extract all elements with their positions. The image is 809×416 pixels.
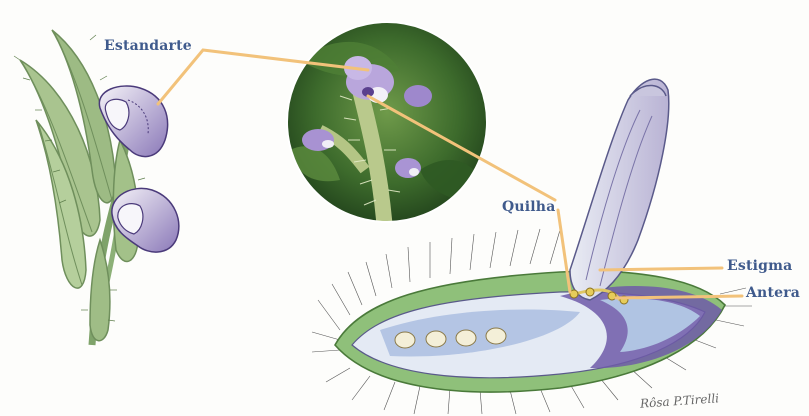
soybean-plant-illustration xyxy=(14,30,179,345)
leaf xyxy=(90,240,110,341)
label-antera: Antera xyxy=(746,285,800,301)
label-estandarte: Estandarte xyxy=(104,38,192,54)
leader-estigma xyxy=(600,268,722,270)
label-quilha: Quilha xyxy=(502,199,555,215)
label-estigma: Estigma xyxy=(727,258,792,274)
standard-petal xyxy=(570,79,669,300)
leader-antera xyxy=(616,296,742,298)
